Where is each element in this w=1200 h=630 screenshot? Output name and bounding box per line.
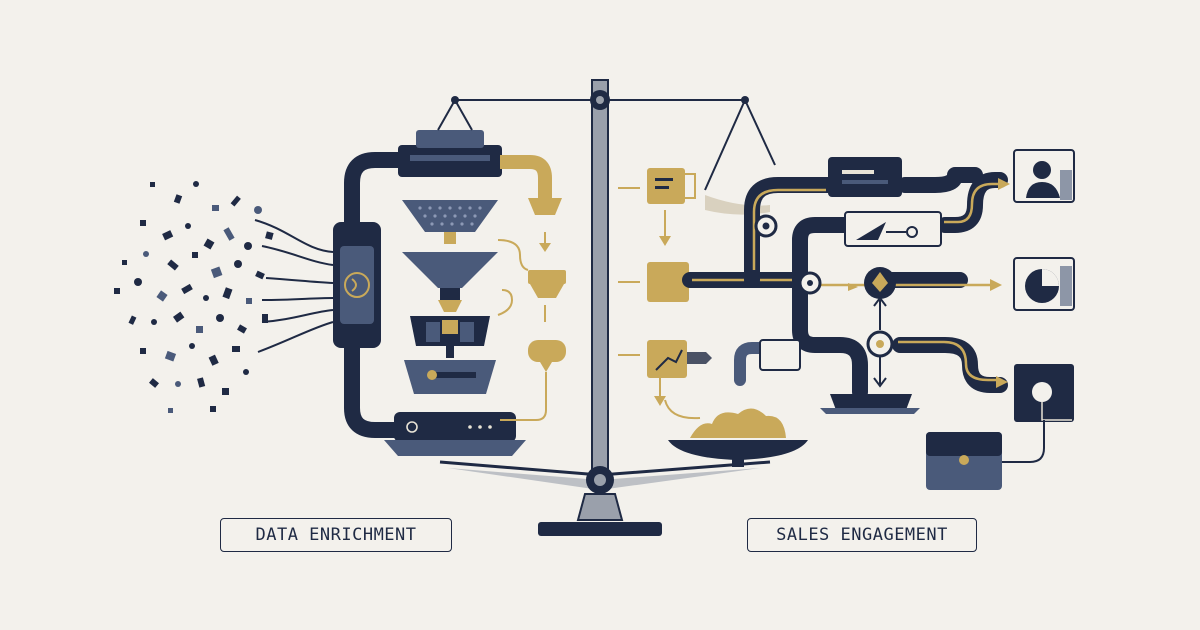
- data-flow-lines: [254, 219, 334, 353]
- pie-chart-icon: [1013, 257, 1075, 311]
- toggle-icon: [828, 157, 902, 197]
- data-enrichment-label: DATA ENRICHMENT: [220, 518, 452, 552]
- contact-icon: [1013, 149, 1075, 203]
- document-icon: [647, 168, 696, 204]
- sales-engagement-label: SALES ENGAGEMENT: [747, 518, 977, 552]
- scattered-data-particles: [114, 181, 274, 413]
- gauge-icon: [844, 211, 942, 247]
- engagement-network: [618, 149, 1075, 490]
- growth-chart-icon: [647, 340, 712, 378]
- sieve-icon: [402, 200, 498, 244]
- funnel-icon: [402, 252, 498, 312]
- router-icon: [926, 432, 1002, 490]
- enrichment-machine: [333, 130, 566, 456]
